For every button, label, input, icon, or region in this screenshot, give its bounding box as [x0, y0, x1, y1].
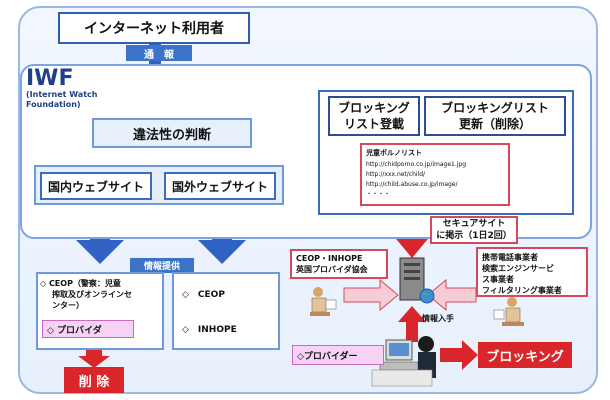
legal-judgment-box: 違法性の判断 [92, 118, 252, 148]
blocking-list-register-box: ブロッキング リスト登載 [328, 96, 420, 136]
url-list-item: http://chidporno.co.jp/image1.jpg [366, 161, 467, 168]
internet-user-box: インターネット利用者 [58, 12, 250, 44]
url-list-item: ・・・・ [366, 191, 391, 198]
arrow-to-blocking [440, 340, 478, 370]
iwf-title: IWF [26, 66, 74, 91]
iwf-subtitle-line2: Foundation) [26, 100, 81, 109]
blocking-update-line1: ブロッキングリスト [441, 101, 549, 115]
ceop-uk-line2: 英国プロバイダ協会 [296, 265, 368, 274]
info-provision-label: 情報提供 [130, 258, 194, 273]
secure-site-box: セキュアサイト に掲示（1日2回） [430, 216, 518, 244]
iwf-subtitle-line1: (Internet Watch [26, 90, 98, 99]
blocking-register-line2: リスト登載 [343, 117, 404, 131]
operator-at-computer-icon [371, 336, 436, 387]
url-list-item: http://xxx.net/child/ [366, 171, 426, 178]
foreign-websites-box: 国外ウェブサイト [164, 172, 276, 200]
arrow-mobile-to-server [427, 278, 477, 312]
mobile-carriers-box: 携帯電話事業者 検索エンジンサービ ス事業者 フィルタリング事業者 [476, 247, 588, 297]
blocking-box: ブロッキング [478, 342, 572, 368]
ceop-line2: 搾取及びオンラインセ [52, 290, 132, 299]
blocking-update-line2: 更新（削除） [458, 117, 531, 131]
ceop-line3: ンター） [52, 301, 84, 310]
url-list-title: 児童ポルノリスト [366, 149, 422, 157]
delete-box: 削 除 [64, 367, 124, 393]
report-label: 通 報 [126, 45, 192, 61]
blocking-register-line1: ブロッキング [338, 101, 410, 115]
secure-site-line2: に掲示（1日2回） [436, 231, 512, 241]
ceop-police-text: ◇ CEOP（警察：児童 搾取及びオンラインセ ンター） [40, 278, 160, 311]
info-acquired-label: 情報入手 [422, 314, 454, 323]
secure-site-line1: セキュアサイト [442, 219, 506, 229]
provider-box: ◇ プロバイダ [42, 320, 134, 338]
arrow-to-delete [78, 350, 110, 368]
ceop-label: ◇ CEOP [182, 290, 225, 300]
arrow-operator-up [398, 306, 426, 342]
arrow-ceop-to-server [343, 278, 399, 312]
url-list-item: http://child.abuse.co.jp/image/ [366, 181, 458, 188]
provider-bottom-box: ◇プロバイダー [292, 345, 384, 365]
person-reading-icon [310, 287, 337, 316]
person-reading-icon [493, 297, 524, 326]
mobile-line3: ス事業者 [482, 275, 514, 284]
ceop-inhope-box [172, 272, 280, 350]
inhope-label: ◇ INHOPE [182, 325, 237, 335]
ceop-uk-line1: CEOP・INHOPE [296, 254, 363, 263]
globe-icon [419, 288, 435, 304]
mobile-line2: 検索エンジンサービ [482, 264, 554, 273]
domestic-websites-box: 国内ウェブサイト [40, 172, 152, 200]
server-icon [399, 257, 425, 301]
blocking-list-update-box: ブロッキングリスト 更新（削除） [424, 96, 566, 136]
mobile-line1: 携帯電話事業者 [482, 253, 538, 262]
child-abuse-url-list: 児童ポルノリスト http://chidporno.co.jp/image1.j… [360, 143, 510, 206]
ceop-uk-isp-box: CEOP・INHOPE 英国プロバイダ協会 [290, 249, 388, 279]
mobile-line4: フィルタリング事業者 [482, 286, 562, 295]
iwf-subtitle: (Internet Watch Foundation) [26, 90, 97, 110]
ceop-line1: ◇ CEOP（警察：児童 [40, 279, 121, 288]
